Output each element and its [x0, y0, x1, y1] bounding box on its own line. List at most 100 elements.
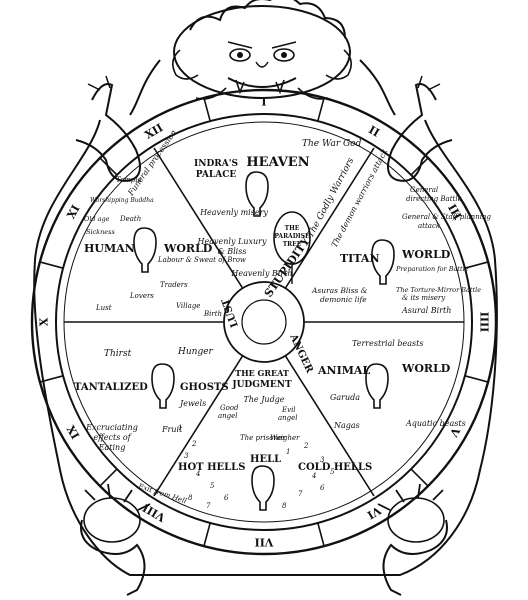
titan-torture: The Torture-Mirror Battle	[396, 286, 481, 294]
titan-bliss-1: Asuras Bliss &	[311, 286, 368, 295]
demon-shoulder-right	[359, 59, 396, 116]
human-worship: Worshipping Buddha	[90, 197, 154, 204]
ghosts-fruit: Fruit	[161, 425, 183, 434]
top-left-claw-icon	[75, 75, 141, 182]
ghosts-jewels: Jewels	[178, 399, 206, 408]
demon-shoulder-left	[129, 59, 161, 116]
heaven-war-god: The War God	[302, 139, 362, 149]
hell-number: 3	[320, 456, 325, 464]
hell-number: 3	[184, 452, 189, 460]
heaven-luxury-2: & Bliss	[218, 247, 247, 256]
titan-soul-icon	[371, 239, 395, 285]
ring-numeral: XI	[64, 203, 82, 221]
hell-judge: The Judge	[243, 395, 284, 404]
animal-nagas: Nagas	[333, 421, 360, 430]
tree-line3: TREE	[283, 241, 302, 248]
hell-cold: COLD HELLS	[298, 462, 372, 473]
ghosts-effects-3: Eating	[98, 443, 126, 452]
ring-numeral: IIII	[478, 312, 491, 333]
heaven-luxury-1: Heavenly Luxury	[197, 237, 267, 246]
titan-demon-warriors: The demon warriors attack	[330, 147, 390, 249]
numeral-ring-divider	[410, 157, 429, 176]
hell-number: 8	[188, 494, 193, 502]
hell-weigher: Weigher	[270, 434, 300, 442]
hell-title: HELL	[250, 454, 281, 465]
ring-numeral: II	[366, 123, 381, 139]
hub-inner-circle	[241, 299, 287, 345]
hell-great-1: THE GREAT	[235, 368, 289, 378]
animal-word2: WORLD	[401, 362, 451, 375]
heaven-misery: Heavenly misery	[199, 208, 268, 217]
hell-number: 6	[224, 494, 229, 502]
human-soul-icon	[133, 227, 157, 273]
ghosts-effects-1: Excruciating	[85, 423, 138, 432]
hell-prisoner: The prisoner	[240, 434, 286, 442]
hell-evil-1: Evil	[281, 406, 296, 414]
heaven-indras-2: PALACE	[196, 170, 237, 180]
ghosts-hunger: Hunger	[177, 347, 214, 357]
human-old-age: Old age	[84, 215, 110, 223]
human-word2: WORLD	[163, 242, 213, 255]
titan-birth: Asural Birth	[401, 306, 451, 315]
human-sickness: Sickness	[86, 228, 115, 236]
ghosts-word2: GHOSTS	[180, 382, 229, 393]
titan-general-2: directing Battle	[406, 195, 462, 203]
hell-good-1: Good	[220, 404, 239, 412]
heaven-birth: Heavenly Birth	[230, 269, 292, 278]
hell-good-2: angel	[218, 412, 238, 420]
hub-anger: ANGER	[287, 332, 315, 376]
hell-number: 4	[195, 470, 200, 478]
human-word1: HUMAN	[84, 242, 135, 255]
titan-title: TITAN	[340, 252, 380, 265]
hell-number: 5	[330, 468, 335, 476]
ghosts-word1: TANTALIZED	[74, 382, 148, 393]
hub-outer-circle	[223, 281, 305, 363]
hell-number: 2	[191, 440, 197, 448]
hell-soul-icon	[251, 465, 275, 511]
hell-evil-2: angel	[278, 414, 298, 422]
numeral-ring-divider	[410, 468, 429, 487]
ring-numeral: I	[261, 96, 266, 109]
human-temple: Temple	[116, 176, 142, 184]
animal-aquatic: Aquatic beasts	[405, 419, 466, 428]
numeral-ring-divider	[317, 522, 325, 547]
ring-numeral: XII	[143, 121, 166, 142]
top-right-claw-icon	[387, 75, 453, 182]
hell-number: 7	[206, 502, 211, 510]
hell-number: 6	[320, 484, 325, 492]
ghosts-effects-2: effects of	[93, 433, 132, 442]
hell-number: 7	[298, 490, 303, 498]
titan-staff-1: General & Staff planning	[402, 213, 491, 221]
numeral-ring-divider	[464, 261, 489, 269]
human-birth: Birth	[203, 310, 222, 318]
hell-number: 8	[282, 502, 287, 510]
ring-numeral: IX	[64, 422, 82, 441]
hell-number: 4	[311, 472, 316, 480]
human-lovers: Lovers	[129, 292, 154, 300]
animal-garuda: Garuda	[330, 393, 360, 402]
numeral-ring-dividers	[39, 97, 489, 547]
titan-misery: & its misery	[402, 294, 446, 302]
heaven-indras-1: INDRA'S	[194, 159, 238, 169]
titan-bliss-2: demonic life	[320, 295, 367, 304]
wheel-outer-rim	[30, 88, 498, 556]
tree-line2: PARADISE	[274, 233, 310, 240]
titan-prepare: Preparation for Battle	[395, 265, 469, 273]
numeral-ring-divider	[99, 157, 118, 176]
ring-numeral: VII	[255, 536, 275, 549]
wheel-numeral-ring	[55, 113, 473, 531]
tree-line1: THE	[285, 225, 300, 232]
demon-head	[172, 0, 352, 100]
hell-great-2: JUDGMENT	[231, 380, 292, 390]
ghosts-thirst: Thirst	[104, 349, 132, 359]
titan-world: WORLD	[401, 248, 451, 261]
heaven-title: HEAVEN	[246, 155, 309, 170]
human-village: Village	[176, 302, 200, 310]
numeral-ring-divider	[203, 522, 211, 547]
hell-number: 1	[286, 448, 290, 456]
human-labour: Labour & Sweat of Brow	[157, 256, 246, 264]
hell-number: 2	[303, 442, 309, 450]
numeral-ring-divider	[464, 375, 489, 383]
ring-numeral: VI	[365, 503, 384, 522]
